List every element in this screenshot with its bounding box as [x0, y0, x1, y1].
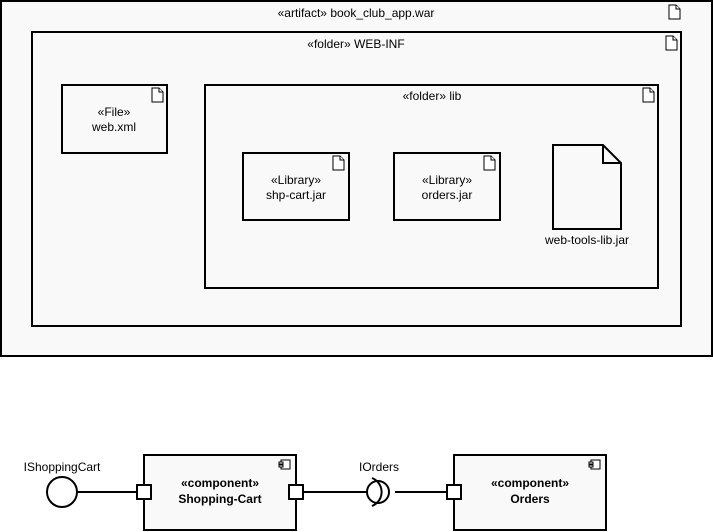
document-icon — [668, 4, 681, 20]
ball-icon — [366, 480, 390, 504]
lollipop-icon — [46, 476, 78, 508]
port-left-orders[interactable] — [446, 484, 462, 500]
webtools-name: web-tools-lib.jar — [544, 233, 629, 247]
port-right-shopping-cart[interactable] — [288, 484, 304, 500]
webxml-name: web.xml — [91, 120, 136, 134]
component-orders[interactable]: «component» Orders — [453, 454, 607, 531]
artifact-stereotype: «artifact» — [278, 6, 328, 20]
provided-interface-label: IShoppingCart — [24, 460, 101, 474]
document-icon — [483, 155, 496, 171]
lib-name: lib — [449, 89, 461, 103]
file-web-xml[interactable]: «File» web.xml — [61, 84, 168, 154]
webinf-stereotype: «folder» — [307, 37, 351, 51]
orders-component-name: Orders — [510, 492, 550, 506]
document-icon — [642, 87, 655, 103]
library-shp-cart[interactable]: «Library» shp-cart.jar — [242, 152, 350, 221]
webxml-stereotype: «File» — [98, 105, 131, 119]
shopping-cart-stereotype: «component» — [181, 476, 259, 490]
document-icon — [151, 87, 164, 103]
shpcart-name: shp-cart.jar — [266, 188, 326, 202]
svg-text:«folder» lib: «folder» lib — [403, 89, 462, 103]
provided-interface-ishoppingcart[interactable]: IShoppingCart — [24, 460, 101, 508]
shopping-cart-name: Shopping-Cart — [178, 492, 261, 506]
orders-component-stereotype: «component» — [491, 476, 569, 490]
artifact-web-tools-lib[interactable]: web-tools-lib.jar — [544, 144, 629, 247]
webinf-name: WEB-INF — [354, 37, 405, 51]
lib-stereotype: «folder» — [403, 89, 447, 103]
port-left-shopping-cart[interactable] — [136, 484, 152, 500]
required-interface-iorders[interactable]: IOrders — [359, 460, 399, 507]
socket-icon — [371, 477, 383, 507]
component-icon — [588, 459, 601, 470]
svg-text:«folder» WEB-INF: «folder» WEB-INF — [307, 37, 404, 51]
component-icon — [278, 459, 291, 470]
shpcart-stereotype: «Library» — [271, 173, 321, 187]
required-interface-label: IOrders — [359, 460, 399, 474]
library-orders[interactable]: «Library» orders.jar — [393, 152, 501, 221]
orders-lib-name: orders.jar — [422, 188, 473, 202]
svg-text:«artifact» book_club_app: «artifact» book_club_app.war — [278, 6, 435, 20]
orders-lib-stereotype: «Library» — [422, 173, 472, 187]
document-icon — [332, 155, 345, 171]
document-icon — [665, 35, 678, 51]
document-icon — [552, 144, 622, 230]
artifact-name: book_club_app.war — [330, 6, 434, 20]
component-shopping-cart[interactable]: «component» Shopping-Cart — [143, 454, 297, 531]
